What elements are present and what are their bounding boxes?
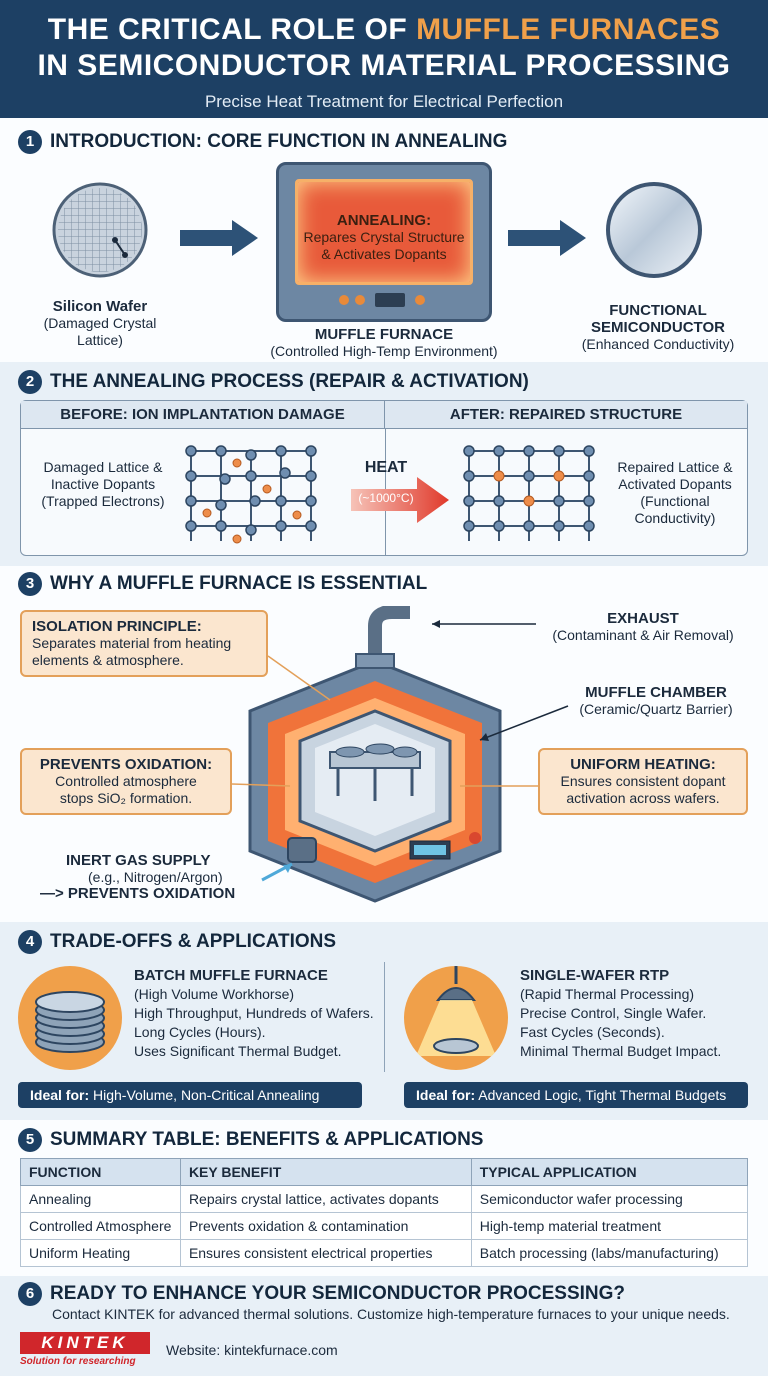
after-description: Repaired Lattice &Activated Dopants(Func… (617, 459, 733, 526)
wafer-icon (52, 182, 148, 278)
isolation-principle-callout: ISOLATION PRINCIPLE:Separates material f… (20, 610, 268, 677)
inert-gas-label: INERT GAS SUPPLY(e.g., Nitrogen/Argon)—>… (40, 852, 236, 902)
table-header: FUNCTION (20, 1158, 181, 1186)
process-comparison-box: BEFORE: ION IMPLANTATION DAMAGE AFTER: R… (20, 400, 748, 556)
repaired-lattice-icon (463, 445, 595, 541)
cta-body: Contact KINTEK for advanced thermal solu… (52, 1306, 730, 1322)
polished-wafer-icon (606, 182, 702, 278)
indicator-light (415, 295, 425, 305)
kintek-tagline: Solution for researching (20, 1356, 136, 1367)
wafer-label: Silicon Wafer(Damaged Crystal Lattice) (43, 298, 157, 348)
table-header: TYPICAL APPLICATION (470, 1158, 749, 1186)
before-description: Damaged Lattice &Inactive Dopants(Trappe… (41, 459, 165, 509)
muffle-furnace-illustration: ANNEALING:Repares Crystal Structure& Act… (276, 162, 492, 322)
furnace-label: MUFFLE FURNACE(Controlled High-Temp Envi… (270, 326, 498, 359)
rtp-ideal-badge: Ideal for: Advanced Logic, Tight Thermal… (404, 1082, 748, 1108)
after-heading: AFTER: REPAIRED STRUCTURE (385, 401, 747, 429)
kintek-logo: KINTEK (20, 1332, 150, 1354)
muffle-furnace-cutaway (248, 606, 502, 903)
heat-arrow-icon (351, 477, 449, 523)
arrow-right-icon (508, 220, 586, 256)
indicator-light (339, 295, 349, 305)
damaged-lattice-icon (185, 445, 317, 544)
indicator-light (355, 295, 365, 305)
batch-ideal-badge: Ideal for: High-Volume, Non-Critical Ann… (18, 1082, 362, 1108)
heat-label: HEAT (364, 459, 408, 476)
header-banner: THE CRITICAL ROLE OF MUFFLE FURNACES IN … (0, 0, 768, 118)
prevents-oxidation-callout: PREVENTS OXIDATION:Controlled atmosphere… (20, 748, 232, 815)
page-title-line2: IN SEMICONDUCTOR MATERIAL PROCESSING (37, 49, 731, 82)
furnace-screen: ANNEALING:Repares Crystal Structure& Act… (295, 179, 473, 285)
page-subtitle: Precise Heat Treatment for Electrical Pe… (204, 92, 564, 111)
exhaust-label: EXHAUST(Contaminant & Air Removal) (552, 610, 734, 643)
callout-leader-lines (231, 620, 569, 882)
rtp-description: SINGLE-WAFER RTP (Rapid Thermal Processi… (520, 967, 722, 1059)
arrow-right-icon (180, 220, 258, 256)
before-heading: BEFORE: ION IMPLANTATION DAMAGE (21, 401, 385, 429)
website-link[interactable]: Website: kintekfurnace.com (166, 1342, 338, 1358)
rtp-lamp-icon (404, 966, 508, 1070)
batch-furnace-icon (18, 966, 122, 1070)
muffle-chamber-label: MUFFLE CHAMBER(Ceramic/Quartz Barrier) (579, 684, 733, 717)
uniform-heating-callout: UNIFORM HEATING:Ensures consistent dopan… (538, 748, 748, 815)
heat-temperature: (~1000°C) (358, 491, 414, 505)
batch-furnace-description: BATCH MUFFLE FURNACE (High Volume Workho… (134, 967, 374, 1059)
page-title: THE CRITICAL ROLE OF MUFFLE FURNACES (47, 13, 721, 46)
display-panel (375, 293, 405, 307)
table-header: KEY BENEFIT (179, 1158, 472, 1186)
summary-table: FUNCTION KEY BENEFIT TYPICAL APPLICATION… (20, 1158, 749, 1267)
